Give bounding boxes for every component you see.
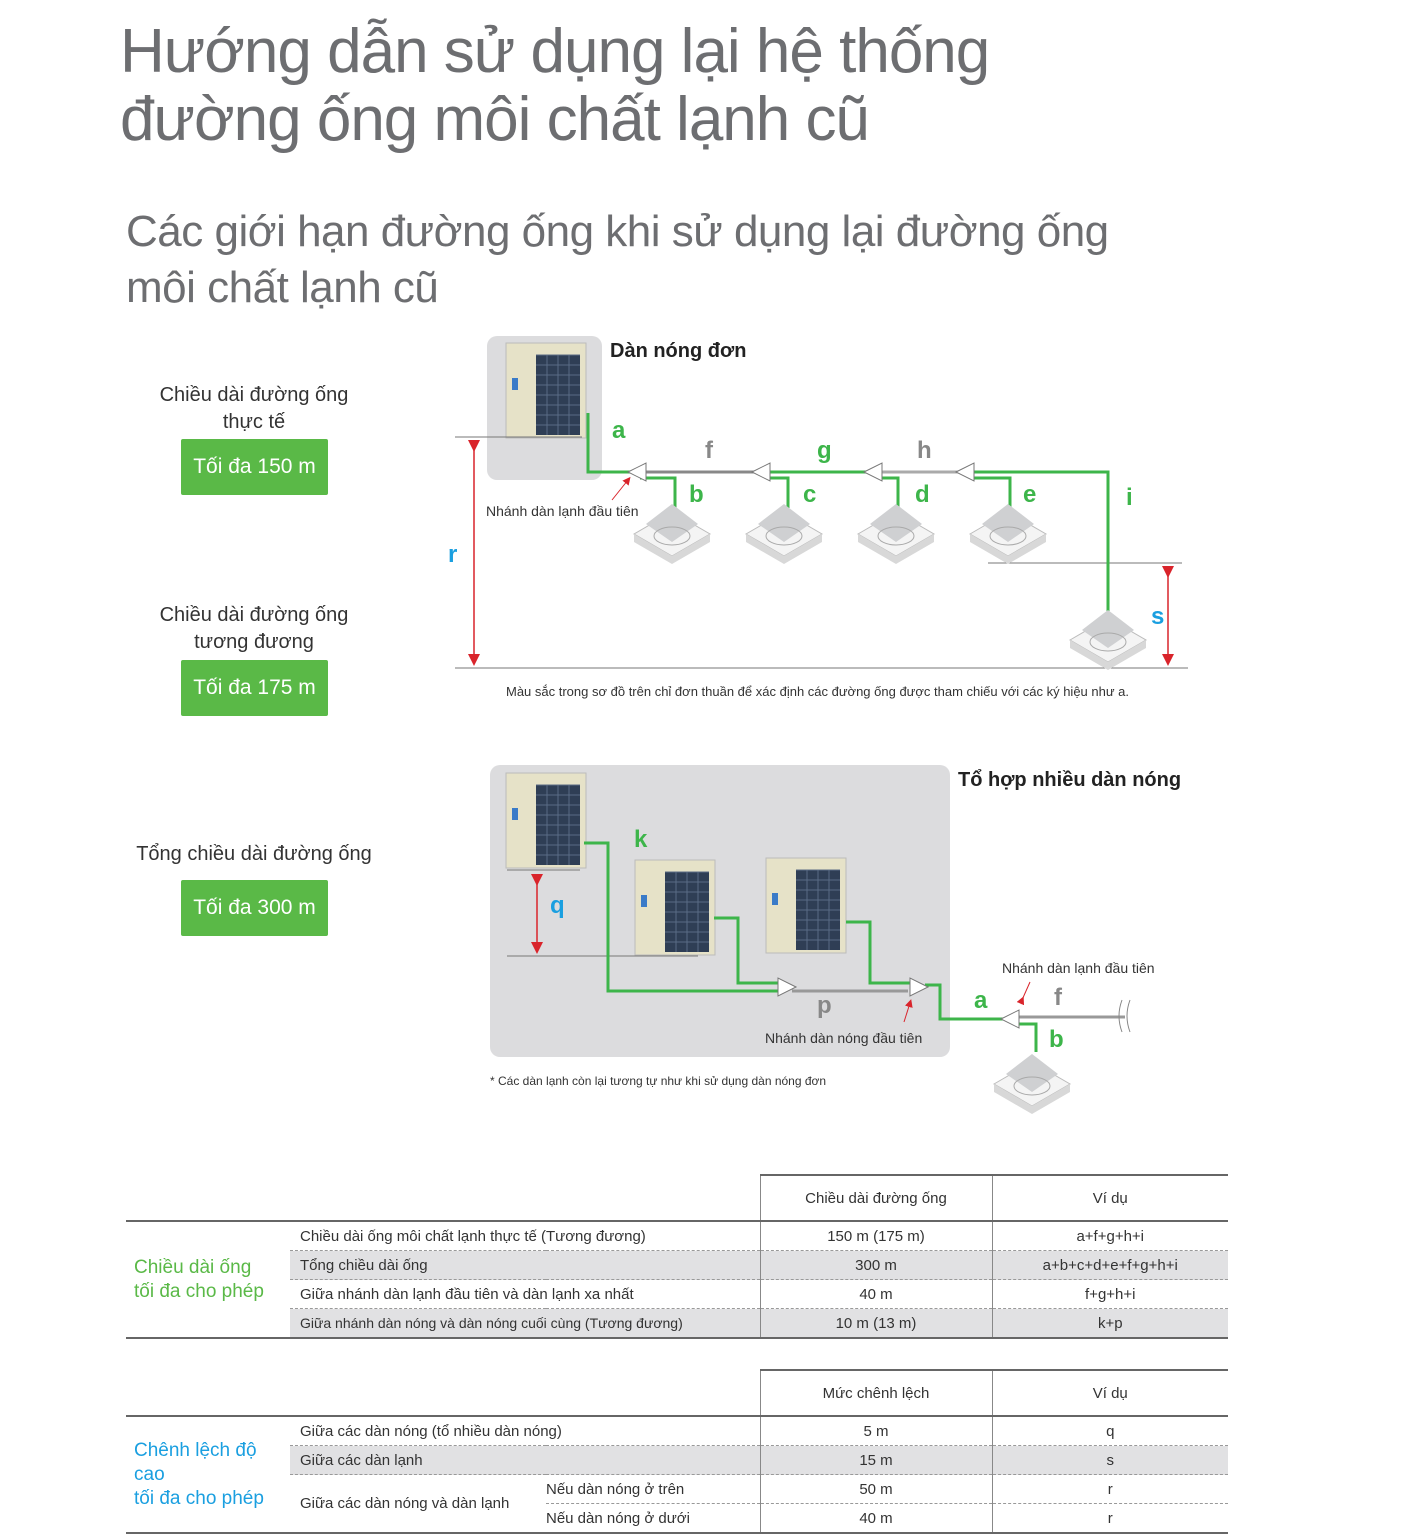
label-line: tương đương bbox=[194, 631, 314, 653]
row-item: Giữa các dàn nóng (tổ nhiều dàn nóng) bbox=[300, 1422, 562, 1440]
label-line: tối đa cho phép bbox=[134, 1487, 264, 1509]
row-item: Chiều dài ống môi chất lạnh thực tế (Tươ… bbox=[300, 1227, 646, 1245]
pipe-label-c: c bbox=[803, 481, 817, 508]
table-row: Giữa nhánh dàn lạnh đầu tiên và dàn lạnh… bbox=[126, 1279, 1228, 1309]
row-example: r bbox=[991, 1503, 1228, 1534]
outdoor-unit bbox=[505, 772, 587, 869]
indoor-unit bbox=[993, 1053, 1071, 1115]
label-line: Chiều dài đường ống bbox=[159, 384, 349, 406]
table-row: Giữa nhánh dàn nóng và dàn nóng cuối cùn… bbox=[126, 1308, 1228, 1339]
indoor-unit bbox=[745, 503, 823, 565]
outdoor-unit bbox=[765, 857, 847, 954]
subtitle-line: môi chất lạnh cũ bbox=[126, 263, 439, 312]
row-example: k+p bbox=[991, 1308, 1228, 1339]
diagram2-title: Tổ hợp nhiều dàn nóng bbox=[958, 769, 1182, 791]
row-item: Giữa nhánh dàn lạnh đầu tiên và dàn lạnh… bbox=[290, 1279, 760, 1309]
pipe-label-f2: f bbox=[1054, 984, 1062, 1011]
limit-badge-equivalent: Tối đa 175 m bbox=[181, 660, 328, 716]
column-header: Mức chênh lệch bbox=[759, 1369, 992, 1416]
limit-badge-actual: Tối đa 150 m bbox=[181, 439, 328, 495]
limit-badge-total: Tối đa 300 m bbox=[181, 880, 328, 936]
indoor-branch-label: Nhánh dàn lạnh đầu tiên bbox=[486, 503, 639, 519]
limit-label-equivalent: Chiều dài đường ống tương đương bbox=[124, 602, 384, 656]
row-value: 5 m bbox=[759, 1416, 992, 1446]
row-example: r bbox=[991, 1474, 1228, 1504]
row-example: q bbox=[991, 1416, 1228, 1446]
row-example: f+g+h+i bbox=[991, 1279, 1228, 1309]
row-value: 300 m bbox=[759, 1250, 992, 1280]
pipe-label-p: p bbox=[817, 992, 832, 1019]
title-line: Hướng dẫn sử dụng lại hệ thống bbox=[120, 17, 990, 86]
pipe-label-b: b bbox=[689, 481, 704, 508]
indoor-unit bbox=[1069, 609, 1147, 671]
indoor-unit bbox=[633, 503, 711, 565]
row-value: 150 m (175 m) bbox=[759, 1221, 992, 1251]
row-subitem: Nếu dàn nóng ở dưới bbox=[546, 1503, 760, 1534]
row-item: Giữa nhánh dàn nóng và dàn nóng cuối cùn… bbox=[290, 1308, 760, 1339]
row-value: 50 m bbox=[759, 1474, 992, 1504]
pipe-label-a2: a bbox=[974, 987, 988, 1014]
label-line: thực tế bbox=[222, 411, 286, 433]
outdoor-unit bbox=[505, 342, 587, 439]
pipe-label-g: g bbox=[817, 437, 832, 464]
row-item: Giữa các dàn lạnh bbox=[290, 1445, 760, 1475]
limit-label-actual: Chiều dài đường ống thực tế bbox=[124, 382, 384, 436]
column-header: Ví dụ bbox=[991, 1369, 1228, 1416]
label-line: Chiều dài ống bbox=[134, 1256, 252, 1278]
pipe-label-f: f bbox=[705, 437, 713, 464]
diagram1-note: Màu sắc trong sơ đồ trên chỉ đơn thuần đ… bbox=[506, 684, 1130, 699]
column-header: Ví dụ bbox=[991, 1174, 1228, 1221]
label-line: Chiều dài đường ống bbox=[159, 604, 349, 626]
label-line: Chênh lệch độ cao bbox=[134, 1439, 257, 1485]
row-value: 40 m bbox=[759, 1503, 992, 1534]
row-value: 15 m bbox=[759, 1445, 992, 1475]
pipe-label-e: e bbox=[1023, 481, 1037, 508]
diagram2-note: * Các dàn lạnh còn lại tương tự như khi … bbox=[490, 1074, 827, 1088]
height-label-r: r bbox=[448, 541, 458, 568]
row-example: a+f+g+h+i bbox=[991, 1221, 1228, 1251]
pipe-label-h: h bbox=[917, 437, 932, 464]
pipe-label-i: i bbox=[1126, 484, 1133, 511]
row-item: Tổng chiều dài ống bbox=[290, 1250, 760, 1280]
row-subitem: Nếu dàn nóng ở trên bbox=[546, 1474, 760, 1504]
pipe-label-b2: b bbox=[1049, 1026, 1064, 1053]
outdoor-units-panel bbox=[490, 765, 950, 1057]
title-line: đường ống môi chất lạnh cũ bbox=[120, 85, 870, 154]
pipe-label-k: k bbox=[634, 826, 648, 853]
pipe-label-a: a bbox=[612, 417, 626, 444]
column-header: Chiều dài đường ống bbox=[759, 1174, 992, 1221]
label-line: tối đa cho phép bbox=[134, 1280, 264, 1302]
outdoor-unit bbox=[634, 859, 716, 956]
row-value: 40 m bbox=[759, 1279, 992, 1309]
section-title: Các giới hạn đường ống khi sử dụng lại đ… bbox=[126, 204, 1109, 316]
height-label-s: s bbox=[1151, 603, 1165, 630]
diagram1-title: Dàn nóng đơn bbox=[610, 340, 747, 362]
pipe-label-d: d bbox=[915, 481, 930, 508]
height-label-q: q bbox=[550, 892, 565, 919]
indoor-branch-label-2: Nhánh dàn lạnh đầu tiên bbox=[1002, 960, 1155, 976]
row-example: s bbox=[991, 1445, 1228, 1475]
row-value: 10 m (13 m) bbox=[759, 1308, 992, 1339]
outdoor-branch-label: Nhánh dàn nóng đầu tiên bbox=[765, 1030, 923, 1046]
indoor-unit bbox=[969, 503, 1047, 565]
piping-diagram bbox=[455, 336, 1188, 1115]
subtitle-line: Các giới hạn đường ống khi sử dụng lại đ… bbox=[126, 207, 1109, 256]
row-example: a+b+c+d+e+f+g+h+i bbox=[991, 1250, 1228, 1280]
row-item: Giữa các dàn nóng và dàn lạnh bbox=[290, 1474, 546, 1534]
limit-label-total: Tổng chiều dài đường ống bbox=[136, 843, 372, 865]
indoor-unit bbox=[857, 503, 935, 565]
